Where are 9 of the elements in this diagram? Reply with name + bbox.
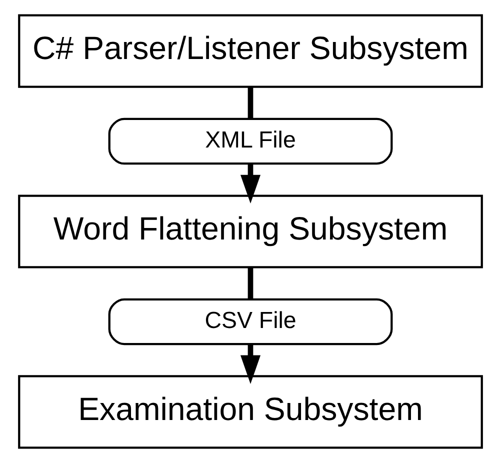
arrow [240, 344, 261, 384]
node-box: Word Flattening Subsystem [18, 194, 483, 268]
connector [248, 268, 254, 299]
node-box: C# Parser/Listener Subsystem [18, 14, 483, 88]
connector [248, 87, 254, 118]
node-box: Examination Subsystem [18, 375, 483, 449]
node-box: CSV File [108, 298, 393, 346]
arrow [240, 164, 261, 204]
node-box: XML File [108, 118, 393, 165]
